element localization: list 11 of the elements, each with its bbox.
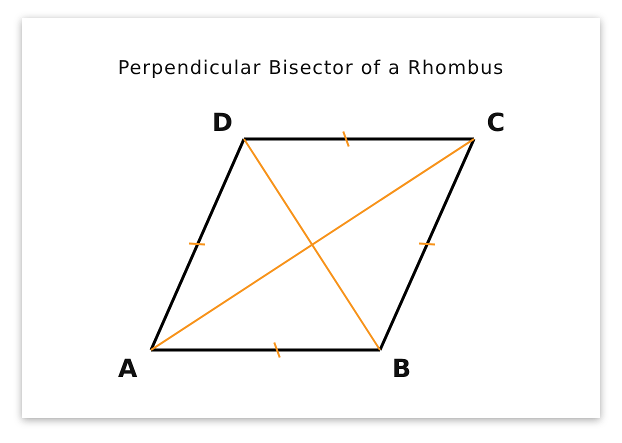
- diagonal-line: [150, 138, 475, 351]
- vertex-label: C: [486, 110, 505, 135]
- side-line: [378, 138, 476, 351]
- diagonal-line: [243, 138, 381, 351]
- vertex-label: D: [212, 110, 233, 135]
- side-line: [244, 138, 474, 140]
- vertex-label: B: [392, 356, 411, 381]
- side-line: [151, 348, 380, 352]
- side-line: [150, 138, 246, 351]
- vertex-label: A: [118, 356, 138, 381]
- diagram-title: Perpendicular Bisector of a Rhombus: [116, 57, 506, 79]
